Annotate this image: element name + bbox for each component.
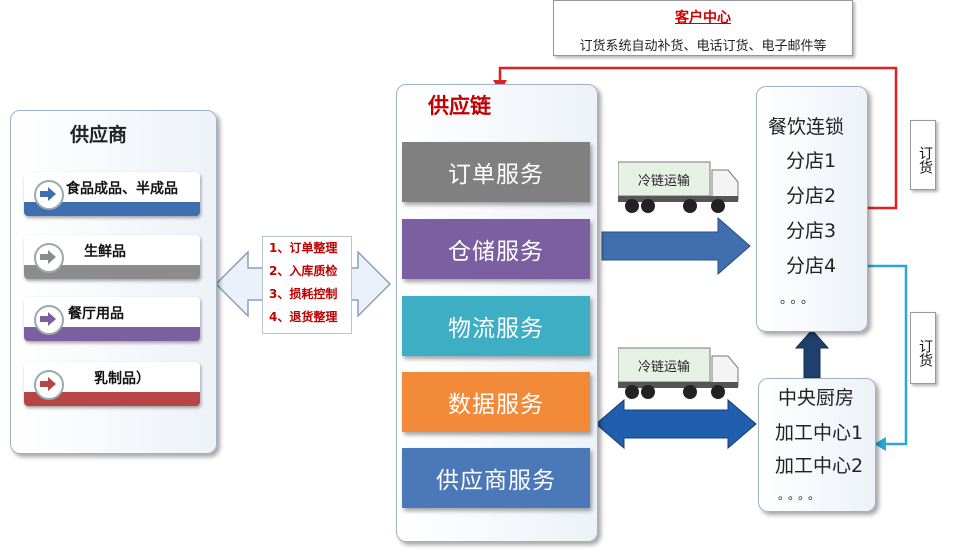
step-order: 1、订单整理	[269, 241, 338, 255]
service-order: 订单服务	[402, 142, 590, 202]
kitchen-panel	[758, 378, 876, 512]
order-label-top: 订货	[910, 120, 936, 190]
chain-stores-panel	[756, 86, 868, 332]
order-label-bottom: 订货	[910, 312, 936, 384]
data-double-arrow	[595, 398, 757, 450]
step-loss-control: 3、损耗控制	[269, 287, 338, 301]
supplier-item-bar	[24, 265, 200, 279]
store-item: 分店2	[786, 185, 837, 207]
kitchen-more: 。。。。	[778, 488, 825, 502]
blue-arrowhead	[874, 437, 886, 451]
service-logistics: 物流服务	[402, 296, 590, 356]
truck-bottom: 冷链运输	[618, 346, 740, 402]
service-supplier: 供应商服务	[402, 448, 590, 508]
supplier-item-restaurant: 餐厅用品	[24, 297, 200, 341]
truck-top: 冷链运输	[618, 160, 740, 216]
supplier-item-bar	[24, 202, 200, 216]
supplier-item-food: 食品成品、半成品	[24, 172, 200, 216]
service-data: 数据服务	[402, 372, 590, 432]
store-item: 分店1	[786, 150, 837, 172]
kitchen-title: 中央厨房	[778, 387, 855, 409]
kitchen-item: 加工中心2	[775, 455, 864, 477]
customer-center-desc: 订货系统自动补货、电话订货、电子邮件等	[579, 39, 827, 54]
kitchen-up-arrow	[794, 329, 830, 379]
customer-center-title: 客户中心	[675, 10, 731, 26]
supplier-item-bar	[24, 327, 200, 341]
supplier-item-dairy: 乳制品）	[24, 362, 200, 406]
truck-icon	[618, 347, 739, 399]
truck-label: 冷链运输	[638, 174, 691, 189]
step-inspection: 2、入库质检	[269, 264, 338, 278]
customer-center-box: 客户中心 订货系统自动补货、电话订货、电子邮件等	[553, 0, 853, 56]
store-item: 分店4	[786, 255, 837, 277]
supplier-item-fresh: 生鲜品	[24, 235, 200, 279]
blue-order-line	[866, 264, 908, 446]
red-order-line	[498, 66, 898, 210]
service-warehouse: 仓储服务	[402, 219, 590, 279]
chain-stores-title: 餐饮连锁	[768, 116, 845, 138]
store-item: 分店3	[786, 220, 837, 242]
arrow-right-icon	[34, 180, 64, 210]
steps-box: 1、订单整理 2、入库质检 3、损耗控制 4、退货整理	[262, 236, 352, 334]
supplier-item-label: 乳制品）	[94, 371, 150, 387]
supplier-title: 供应商	[70, 124, 128, 146]
arrow-right-icon	[34, 243, 64, 273]
arrow-right-icon	[34, 305, 64, 335]
supplier-item-label: 餐厅用品	[68, 306, 124, 322]
step-returns: 4、退货整理	[269, 310, 338, 324]
arrow-right-icon	[34, 370, 64, 400]
supplier-item-label: 生鲜品	[84, 244, 126, 260]
stores-more: 。。。	[780, 292, 819, 307]
kitchen-item: 加工中心1	[775, 422, 864, 444]
truck-icon	[618, 161, 739, 213]
supplier-item-bar	[24, 392, 200, 406]
supplier-item-label: 食品成品、半成品	[66, 181, 178, 197]
truck-label: 冷链运输	[638, 360, 691, 375]
supply-chain-title: 供应链	[428, 94, 491, 118]
warehouse-arrow	[601, 216, 751, 276]
